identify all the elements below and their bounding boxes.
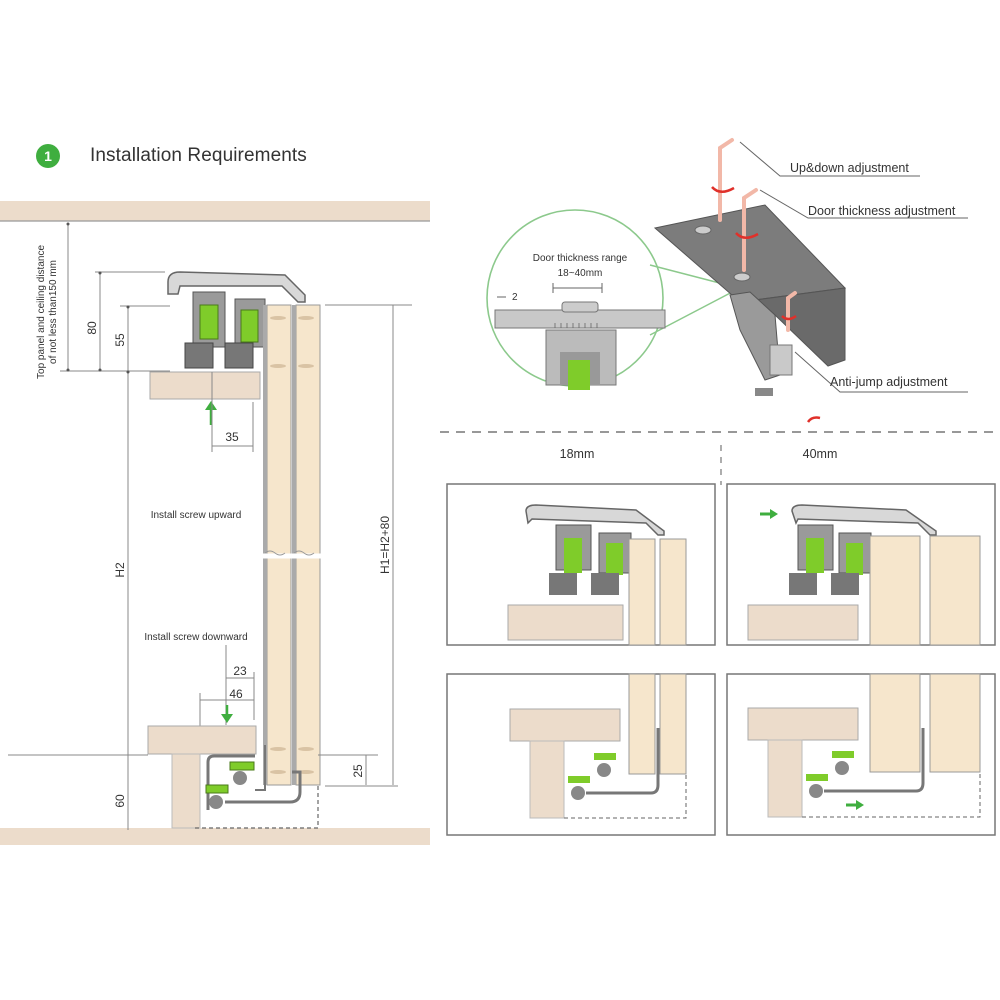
step-number-badge: 1 bbox=[36, 144, 60, 168]
panel-40mm-top bbox=[726, 483, 996, 646]
dim-23: 23 bbox=[233, 664, 247, 678]
dim-25: 25 bbox=[351, 764, 365, 778]
dim-55: 55 bbox=[113, 333, 127, 347]
callout-range: 18~40mm bbox=[558, 268, 603, 279]
dim-35: 35 bbox=[225, 430, 239, 444]
top-cabinet-panel bbox=[149, 371, 261, 400]
panel-18mm-bottom bbox=[446, 673, 716, 836]
dim-h2: H2 bbox=[113, 562, 127, 578]
panel-40mm-bottom bbox=[726, 673, 996, 836]
ceiling-distance-label: Top panel and ceiling distance of not le… bbox=[36, 245, 59, 379]
panel-18mm-top bbox=[446, 483, 716, 646]
label-door-thickness-adjustment: Door thickness adjustment bbox=[808, 204, 956, 218]
cabinet-side-panel bbox=[171, 753, 201, 829]
arrow-up-icon bbox=[205, 401, 217, 425]
callout-gap: 2 bbox=[512, 292, 518, 303]
bottom-cabinet-panel bbox=[147, 725, 257, 755]
mounting-bracket bbox=[653, 204, 847, 396]
svg-text:of not less than150 mm: of not less than150 mm bbox=[48, 260, 59, 364]
side-section-diagram: Top panel and ceiling distance of not le… bbox=[0, 201, 430, 845]
section-header: 1 Installation Requirements bbox=[36, 142, 307, 170]
floor-panel bbox=[0, 828, 430, 845]
top-track bbox=[167, 271, 306, 369]
scale-bar bbox=[494, 309, 666, 329]
arrow-right-icon bbox=[846, 800, 864, 810]
sliding-doors bbox=[262, 304, 325, 786]
column-18mm-label: 18mm bbox=[560, 447, 595, 461]
dim-46: 46 bbox=[229, 687, 243, 701]
ceiling-panel bbox=[0, 201, 430, 221]
adjustment-diagram: Door thickness range 18~40mm 2 bbox=[486, 138, 968, 423]
dim-80: 80 bbox=[85, 321, 99, 335]
separator: 18mm 40mm bbox=[440, 431, 1000, 485]
arrow-down-icon bbox=[221, 705, 233, 723]
label-anti-jump-adjustment: Anti-jump adjustment bbox=[830, 375, 948, 389]
rotation-arrows bbox=[711, 186, 821, 423]
svg-text:Top panel and ceiling distance: Top panel and ceiling distance bbox=[36, 245, 47, 379]
note-install-screw-upward: Install screw upward bbox=[151, 510, 242, 521]
top-dimension-lines bbox=[60, 224, 170, 830]
dim-h1: H1=H2+80 bbox=[378, 516, 392, 574]
dim-60: 60 bbox=[113, 794, 127, 808]
section-title: Installation Requirements bbox=[90, 145, 307, 166]
label-updown-adjustment: Up&down adjustment bbox=[790, 161, 909, 175]
column-40mm-label: 40mm bbox=[803, 447, 838, 461]
arrow-right-icon bbox=[760, 509, 778, 519]
note-install-screw-downward: Install screw downward bbox=[144, 632, 247, 643]
bottom-track bbox=[205, 745, 302, 810]
callout-title: Door thickness range bbox=[533, 253, 628, 264]
